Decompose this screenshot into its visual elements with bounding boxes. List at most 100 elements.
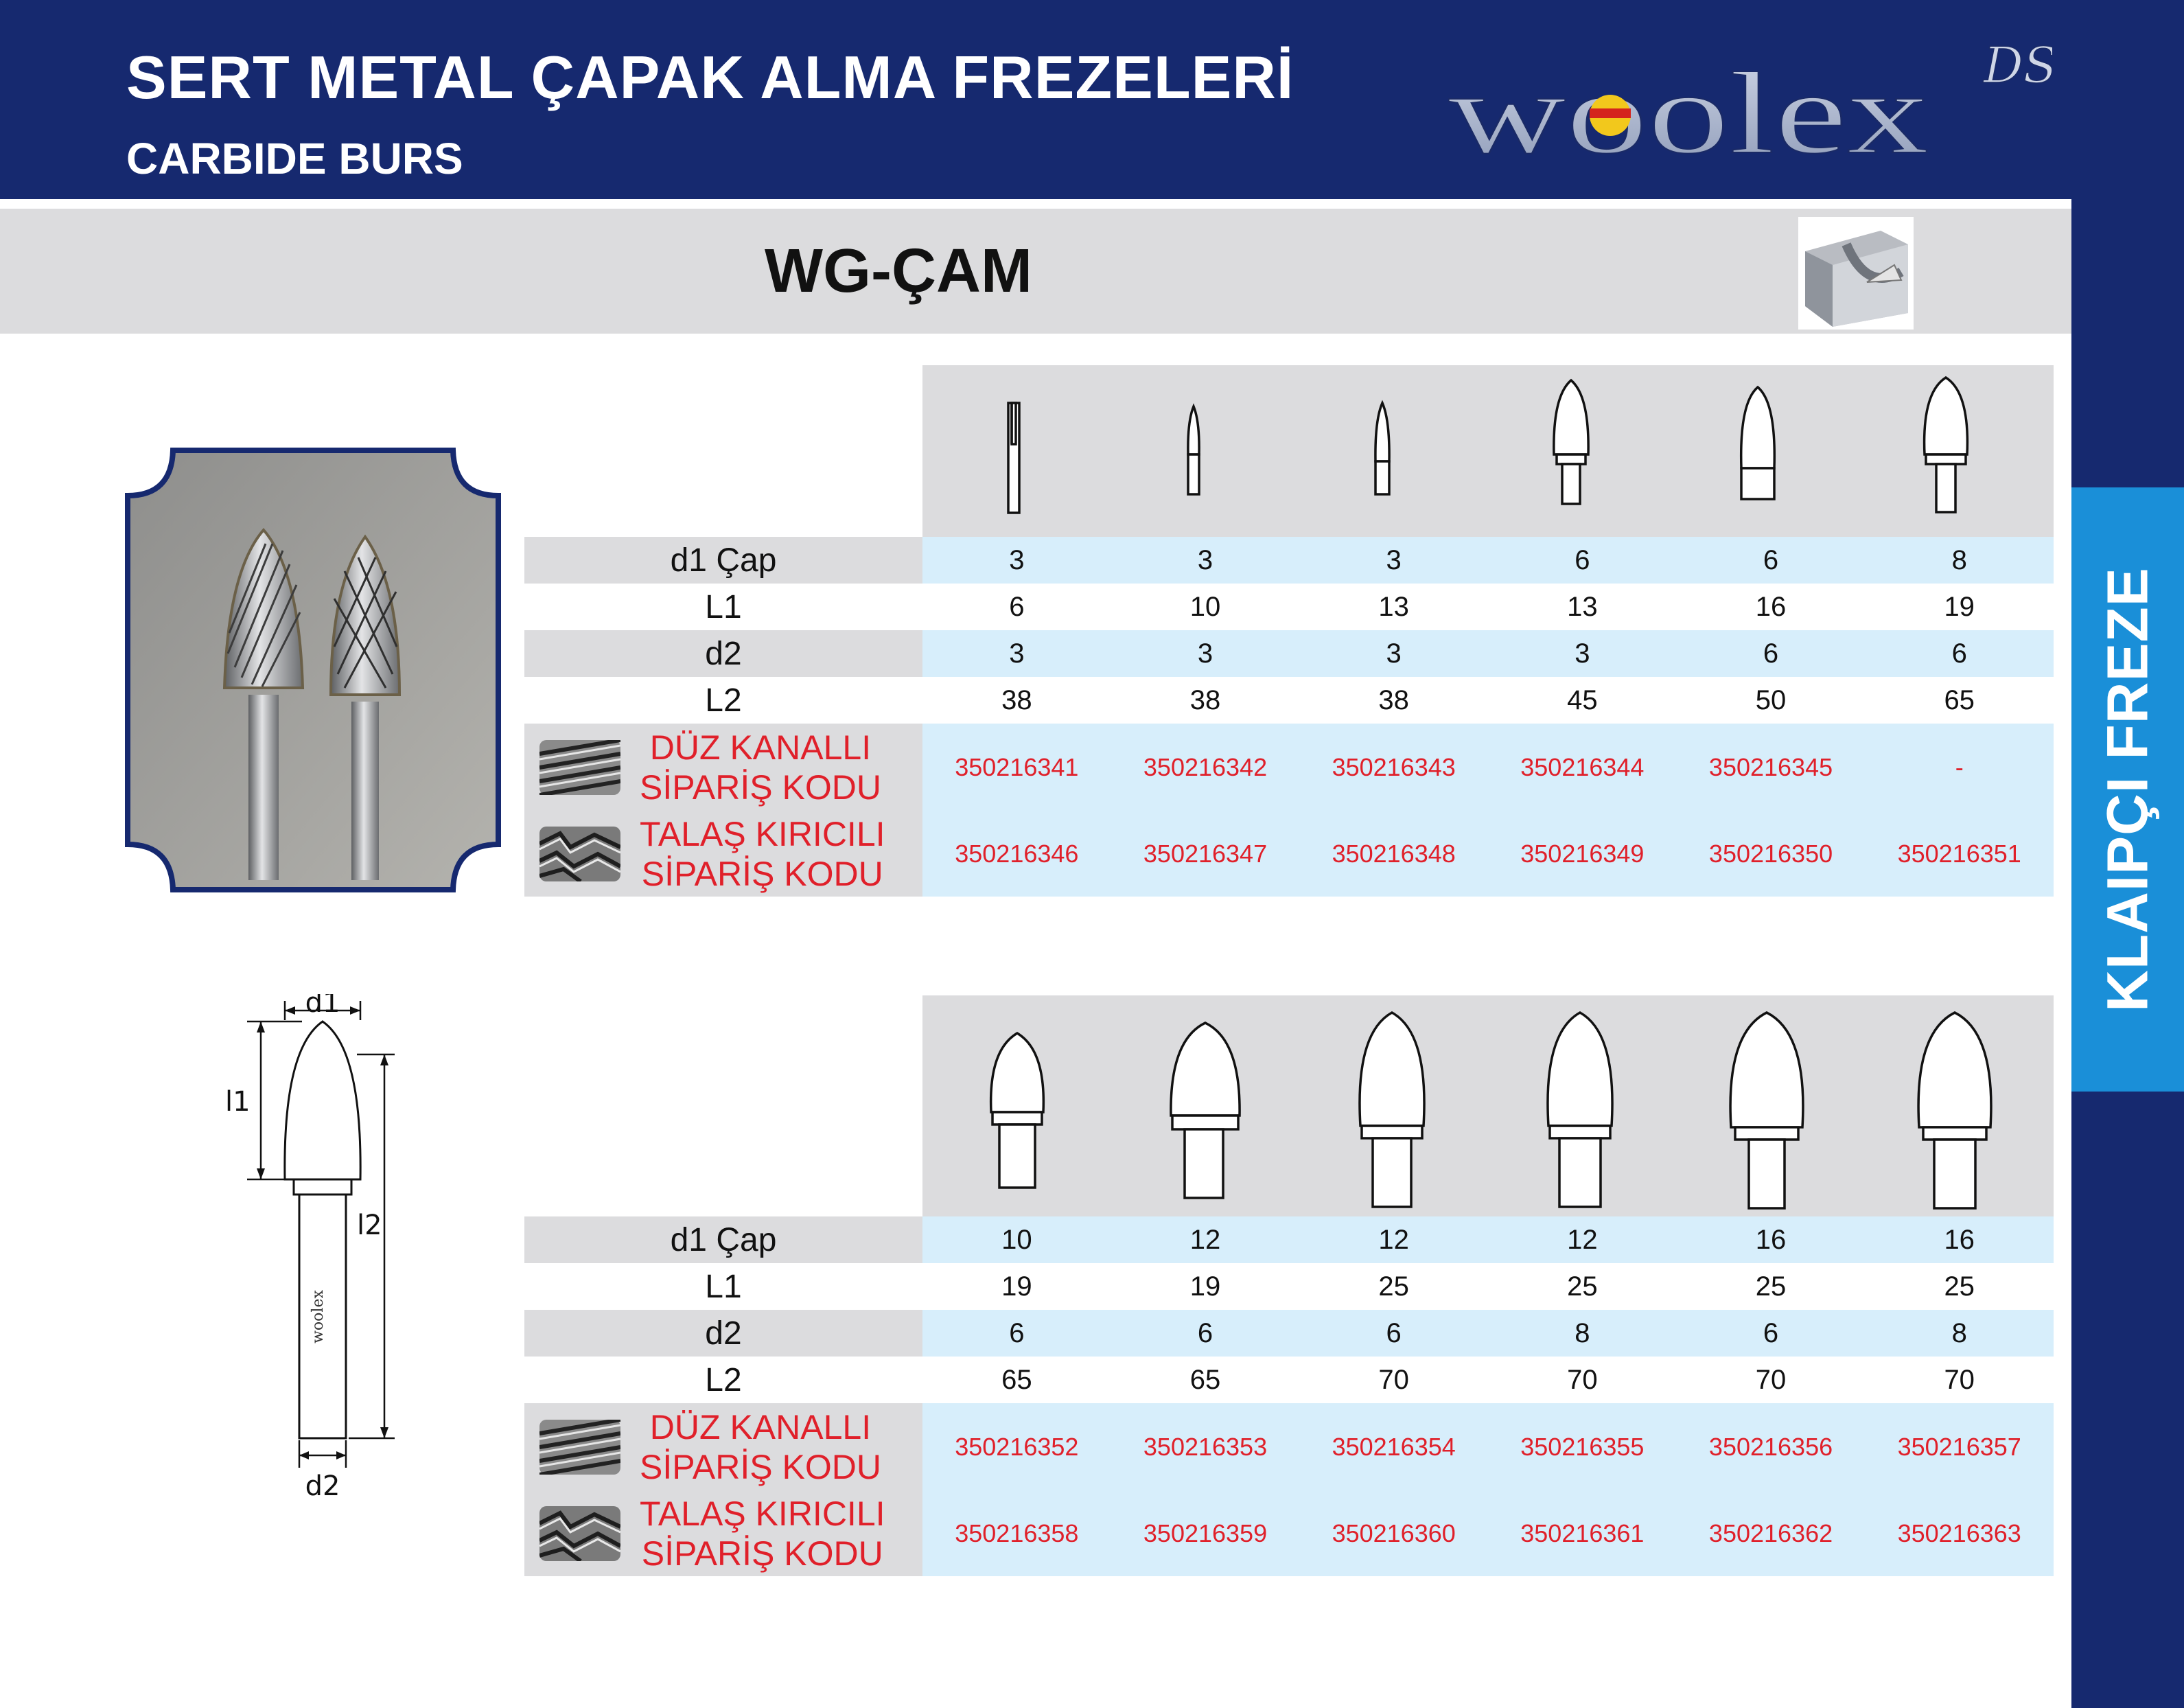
dimension-drawing: d1 l1 l2 d2 woolex	[225, 994, 395, 1502]
bur-shapes-1	[1007, 376, 1969, 514]
order-code: 350216342	[1143, 753, 1268, 781]
t1-row-d2: d2 3 3 3 3 6 6	[524, 630, 2054, 677]
d1-label: d1	[305, 994, 340, 1019]
shank-logo: woolex	[310, 1290, 327, 1343]
row-label: d1 Çap	[524, 537, 922, 584]
t2-row-d1: d1 Çap 10 12 12 12 16 16	[524, 1216, 2054, 1263]
table-cell: 38	[1001, 684, 1032, 715]
table-cell: 6	[1575, 544, 1590, 575]
table-cell: 8	[1951, 1317, 1967, 1348]
product-photo	[125, 448, 501, 892]
application-icon	[1798, 217, 1914, 330]
table-cell: 38	[1189, 684, 1221, 715]
table-cell: 38	[1378, 684, 1409, 715]
table-cell: 65	[1944, 684, 1975, 715]
table-cell: 16	[1944, 1224, 1975, 1255]
order-code: 350216354	[1332, 1433, 1456, 1461]
table-cell: 19	[1189, 1271, 1221, 1302]
order-code: 350216344	[1520, 753, 1645, 781]
straight-flute-icon	[539, 1420, 620, 1475]
order-code: 350216345	[1708, 753, 1833, 781]
table-cell: 6	[1763, 544, 1779, 575]
order-code: 350216347	[1143, 840, 1268, 868]
order-code: 350216363	[1897, 1519, 2021, 1547]
order-code: 350216350	[1708, 840, 1833, 868]
chipbreaker-icon	[539, 827, 620, 881]
table-cell: 6	[1197, 1317, 1213, 1348]
table-cell: 8	[1575, 1317, 1590, 1348]
d2-label: d2	[305, 1470, 340, 1502]
chip-label-line2: SİPARİŞ KODU	[641, 855, 883, 893]
tool-images-row-1	[922, 365, 2054, 537]
section-title: WG-ÇAM	[765, 237, 1032, 305]
table-cell: 70	[1755, 1364, 1787, 1395]
table-cell: 6	[1386, 1317, 1402, 1348]
table-cell: 6	[1763, 1317, 1779, 1348]
table-cell: 19	[1944, 591, 1975, 622]
row-label: L1	[524, 1263, 922, 1310]
t2-row-L1: L1 19 19 25 25 25 25	[524, 1263, 2054, 1310]
order-code: 350216348	[1332, 840, 1456, 868]
table-cell: 3	[1009, 544, 1025, 575]
side-tab-label: KLAIPÇI FREZE	[2095, 567, 2160, 1012]
logo-wordmark: woolex	[1448, 49, 1929, 178]
order-code: 350216353	[1143, 1433, 1268, 1461]
table-cell: 70	[1567, 1364, 1598, 1395]
table-cell: 12	[1567, 1224, 1598, 1255]
order-code: 350216355	[1520, 1433, 1645, 1461]
table-cell: 16	[1755, 591, 1787, 622]
table-cell: 12	[1189, 1224, 1221, 1255]
order-code: 350216356	[1708, 1433, 1833, 1461]
page-title: SERT METAL ÇAPAK ALMA FREZELERİ	[126, 43, 1294, 111]
table-cell: 3	[1575, 638, 1590, 669]
order-code: 350216361	[1520, 1519, 1645, 1547]
straight-label-line2: SİPARİŞ KODU	[640, 768, 881, 807]
tool-images-row-2	[922, 995, 2054, 1216]
table-cell: 25	[1755, 1271, 1787, 1302]
t1-row-L2: L2 38 38 38 45 50 65	[524, 677, 2054, 724]
table-cell: 65	[1001, 1364, 1032, 1395]
table-cell: 25	[1378, 1271, 1409, 1302]
chip-label-line1: TALAŞ KIRICILI	[640, 1494, 885, 1533]
order-code: 350216359	[1143, 1519, 1268, 1547]
table-cell: 45	[1567, 684, 1598, 715]
table-cell: 19	[1001, 1271, 1032, 1302]
table-cell: 6	[1763, 638, 1779, 669]
bur-shapes-2	[989, 1011, 1993, 1210]
order-code: 350216349	[1520, 840, 1645, 868]
row-label: d1 Çap	[524, 1216, 922, 1263]
order-code: 350216362	[1708, 1519, 1833, 1547]
t2-row-d2: d2 6 6 6 8 6 8	[524, 1310, 2054, 1357]
page-subtitle: CARBIDE BURS	[126, 134, 463, 183]
table-cell: 13	[1567, 591, 1598, 622]
straight-label-line2: SİPARİŞ KODU	[640, 1448, 881, 1486]
section-bar	[0, 209, 2071, 334]
table-cell: 6	[1951, 638, 1967, 669]
row-label: L2	[524, 677, 922, 724]
t2-row-L2: L2 65 65 70 70 70 70	[524, 1357, 2054, 1403]
order-code: 350216360	[1332, 1519, 1456, 1547]
row-label: d2	[524, 630, 922, 677]
chip-label-line1: TALAŞ KIRICILI	[640, 815, 885, 853]
straight-label-line1: DÜZ KANALLI	[649, 728, 872, 767]
l1-label: l1	[225, 1086, 251, 1118]
logo-suffix: DS	[1982, 36, 2052, 94]
table-cell: 6	[1009, 591, 1025, 622]
row-label: d2	[524, 1310, 922, 1357]
table-cell: 50	[1755, 684, 1787, 715]
header-banner	[0, 0, 2184, 199]
straight-label-line1: DÜZ KANALLI	[649, 1408, 872, 1446]
table-cell: 6	[1009, 1317, 1025, 1348]
table-cell: 25	[1567, 1271, 1598, 1302]
order-code: 350216358	[955, 1519, 1079, 1547]
table-cell: 10	[1001, 1224, 1032, 1255]
table-cell: 13	[1378, 591, 1409, 622]
table-cell: 70	[1944, 1364, 1975, 1395]
table-cell: 3	[1386, 638, 1402, 669]
table-cell: 16	[1755, 1224, 1787, 1255]
straight-flute-icon	[539, 740, 620, 795]
order-code: 350216357	[1897, 1433, 2021, 1461]
